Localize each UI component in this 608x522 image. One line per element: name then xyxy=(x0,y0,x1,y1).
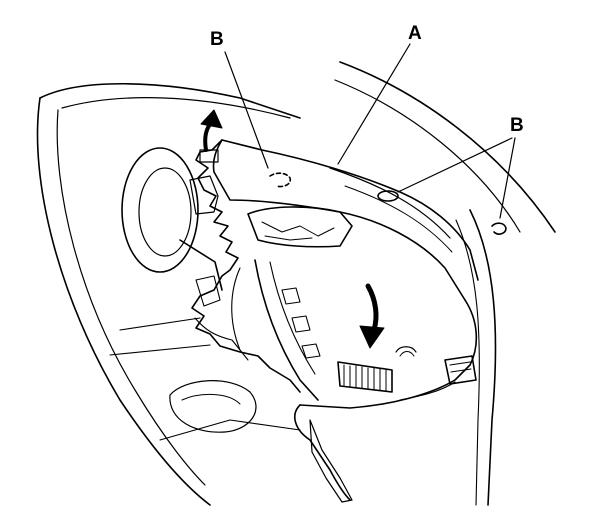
clip-b-far-right xyxy=(492,223,506,234)
cluster-inner-detail xyxy=(262,222,334,236)
dash-left-jagged-edge xyxy=(192,140,300,392)
dashboard-upper-surface xyxy=(213,140,465,300)
floor-line-1 xyxy=(120,318,200,330)
callout-a: A xyxy=(408,23,422,44)
leader-a xyxy=(338,44,410,164)
dash-rib-boxes xyxy=(282,288,320,358)
door-frame-outer xyxy=(40,84,300,118)
right-vent xyxy=(445,356,476,384)
cluster-inner-detail-2 xyxy=(265,236,312,240)
dash-left-lower xyxy=(195,318,248,360)
floor-line-2 xyxy=(110,345,210,355)
seat-shape xyxy=(170,381,256,433)
seat-detail xyxy=(182,394,240,404)
clip-b-left xyxy=(270,173,290,186)
dash-side-panel xyxy=(190,176,218,214)
dashboard-lower-tongue xyxy=(310,420,352,502)
dash-panel-ridge xyxy=(330,168,450,238)
dash-rib-center xyxy=(232,268,240,350)
dash-rib-left-2 xyxy=(270,262,315,374)
dash-rib-left xyxy=(255,260,318,400)
dash-clip-top xyxy=(200,150,218,162)
dashboard-front-face xyxy=(300,300,476,408)
glovebox-edge xyxy=(400,382,455,400)
dashboard-top-edge xyxy=(222,140,478,280)
windshield-inner-edge xyxy=(335,80,520,232)
callout-b-left: B xyxy=(210,29,224,50)
dash-left-bracket xyxy=(196,276,220,306)
windshield-outer-edge xyxy=(340,62,555,232)
leader-b-right-1 xyxy=(398,138,512,192)
dash-mount-clip xyxy=(396,347,416,352)
leader-b-left xyxy=(225,52,268,168)
dashboard-lower-edge xyxy=(295,405,350,500)
door-frame-inner xyxy=(57,110,205,485)
cluster-opening xyxy=(248,207,352,247)
arrow-pull-down xyxy=(368,286,376,330)
dash-mount-clip-2 xyxy=(400,352,414,357)
clip-b-center xyxy=(378,191,398,201)
leader-b-right-2 xyxy=(500,138,515,218)
right-vent-detail xyxy=(450,362,471,372)
arrow-pull-down-head xyxy=(360,326,384,348)
steering-wheel-inner xyxy=(139,168,191,256)
vent-outline xyxy=(338,362,392,392)
door-frame-line xyxy=(38,98,210,505)
body-edge-right xyxy=(470,210,496,505)
floor-line-3 xyxy=(160,420,300,440)
callout-b-right: B xyxy=(510,115,524,136)
steering-wheel xyxy=(122,148,198,272)
dash-panel-ridge-2 xyxy=(345,186,452,252)
pillar-line xyxy=(62,98,290,118)
vent-slats xyxy=(344,365,386,391)
arrow-lift-up-head xyxy=(201,110,222,128)
